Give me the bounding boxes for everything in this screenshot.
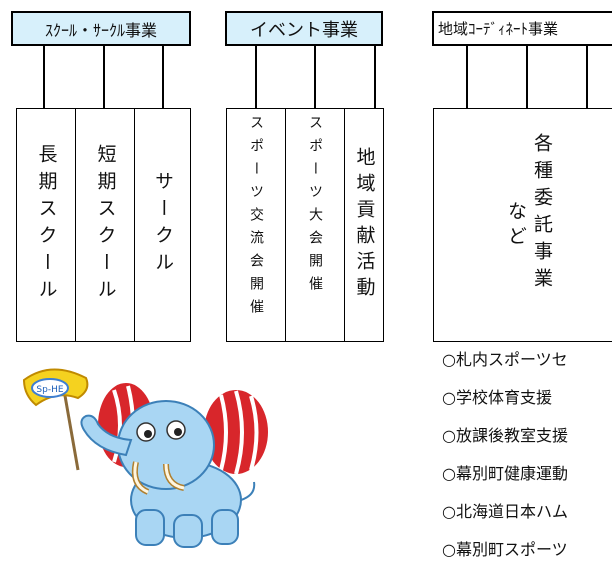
item-community-contribution: 地域貢献活動 xyxy=(344,108,384,342)
list-item: ○幕別町健康運動 xyxy=(442,464,568,483)
connector-line xyxy=(103,46,105,108)
item-label: サークル xyxy=(152,171,174,279)
item-various-commissioned: など 各種委託事業 xyxy=(433,108,612,342)
item-label: スポーツ交流会開催 xyxy=(248,115,264,322)
item-long-term-school: 長期スクール xyxy=(16,108,76,342)
header-school-circle-label: ｽｸｰﾙ・ｻｰｸﾙ事業 xyxy=(44,20,157,40)
item-label: スポーツ大会開催 xyxy=(307,115,323,299)
connector-line xyxy=(374,46,376,108)
item-label: 地域貢献活動 xyxy=(353,147,376,303)
item-circle: サークル xyxy=(134,108,191,342)
header-event: イベント事業 xyxy=(225,11,383,46)
connector-line xyxy=(43,46,45,108)
connector-line xyxy=(586,46,588,108)
list-item: ○幕別町スポーツ xyxy=(442,540,568,559)
connector-line xyxy=(255,46,257,108)
list-item: ○学校体育支援 xyxy=(442,388,552,407)
connector-line xyxy=(162,46,164,108)
connector-line xyxy=(466,46,468,108)
item-note: など xyxy=(505,201,527,251)
elephant-mascot: Sp-HE xyxy=(16,350,276,560)
elephant-mascot-illustration: Sp-HE xyxy=(22,368,268,548)
header-event-label: イベント事業 xyxy=(250,19,358,41)
item-label: 長期スクール xyxy=(35,144,58,306)
list-item: ○札内スポーツセ xyxy=(442,350,568,369)
list-item: ○放課後教室支援 xyxy=(442,426,568,445)
connector-line xyxy=(526,46,528,108)
item-sports-tournament: スポーツ大会開催 xyxy=(285,108,345,342)
item-label: 各種委託事業 xyxy=(531,133,553,295)
item-label: 短期スクール xyxy=(94,144,117,306)
header-community: 地域ｺｰﾃﾞｨﾈｰﾄ事業 xyxy=(432,11,612,46)
item-sports-exchange: スポーツ交流会開催 xyxy=(226,108,286,342)
flag-text: Sp-HE xyxy=(36,385,63,395)
list-item: ○北海道日本ハム xyxy=(442,502,568,521)
header-school-circle: ｽｸｰﾙ・ｻｰｸﾙ事業 xyxy=(11,11,191,46)
item-short-term-school: 短期スクール xyxy=(75,108,135,342)
header-community-label: 地域ｺｰﾃﾞｨﾈｰﾄ事業 xyxy=(438,20,559,38)
connector-line xyxy=(314,46,316,108)
